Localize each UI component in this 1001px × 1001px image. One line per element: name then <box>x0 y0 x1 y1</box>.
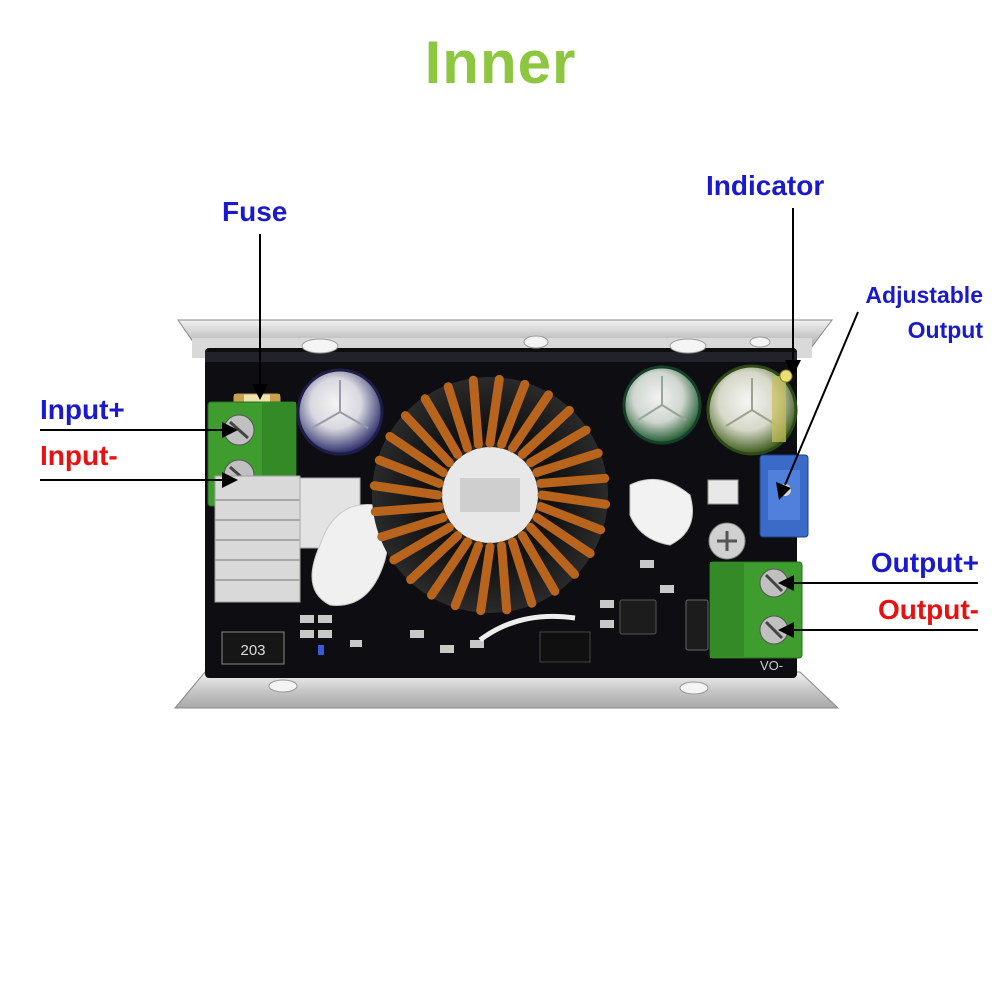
inductor-winding <box>406 531 463 585</box>
inductor-winding <box>374 455 444 488</box>
input-minus-arrowhead <box>222 472 238 488</box>
inductor-winding <box>450 541 483 611</box>
label-input-plus: Input+ <box>40 394 125 425</box>
inductor-winding <box>420 394 463 459</box>
toroidal-inductor <box>369 374 611 616</box>
inductor-winding <box>537 490 611 509</box>
inductor-winding <box>497 379 530 449</box>
adjustable-leader <box>784 311 859 486</box>
indicator-led <box>779 369 793 383</box>
inductor-winding <box>485 374 504 448</box>
label-adjustable-line2: Output <box>907 317 983 343</box>
inductor-winding <box>468 375 483 449</box>
label-indicator: Indicator <box>706 170 825 201</box>
inductor-winding <box>385 431 448 477</box>
inductor-winding <box>370 502 444 517</box>
inductor-winding <box>476 542 495 616</box>
inductor-winding <box>517 405 574 459</box>
label-adjustable-line1: Adjustable <box>865 282 983 308</box>
output-minus-arrowhead <box>778 622 794 638</box>
adjustable-arrowhead <box>776 482 791 500</box>
inductor-winding <box>536 473 610 488</box>
indicator-arrowhead <box>785 360 801 376</box>
adjustable-potentiometer <box>759 454 809 538</box>
output-screw <box>708 522 746 560</box>
inductor-winding <box>369 481 443 500</box>
output-capacitor-2 <box>706 364 798 456</box>
input-capacitor <box>296 368 384 456</box>
inductor-winding <box>426 537 472 600</box>
inductor-winding <box>443 382 472 453</box>
inductor-winding <box>508 390 554 453</box>
inductor-winding <box>532 448 603 477</box>
fuse-arrowhead <box>252 384 268 400</box>
inductor-winding <box>389 522 454 565</box>
diagram-title: Inner <box>424 29 577 96</box>
label-input-minus: Input- <box>40 440 118 471</box>
input-plus-arrowhead <box>222 422 238 438</box>
label-output-plus: Output+ <box>870 547 979 578</box>
output-terminal-block <box>709 561 803 659</box>
inductor-winding <box>536 502 606 535</box>
inductor-winding <box>517 531 560 596</box>
output-plus-arrowhead <box>778 575 794 591</box>
inductor-winding <box>400 411 454 468</box>
inductor-winding <box>497 541 512 615</box>
inductor-winding <box>526 522 580 579</box>
label-fuse: Fuse <box>222 196 288 227</box>
inductor-winding <box>532 513 595 559</box>
terminal-marking: VO- <box>760 658 783 673</box>
label-output-minus: Output- <box>877 594 979 625</box>
inductor-winding <box>377 513 448 542</box>
resistor-marking: 203 <box>240 642 265 659</box>
output-capacitor-1 <box>622 365 702 445</box>
resistor-203 <box>221 631 285 665</box>
inductor-winding <box>508 537 537 608</box>
inductor-winding <box>526 425 591 468</box>
